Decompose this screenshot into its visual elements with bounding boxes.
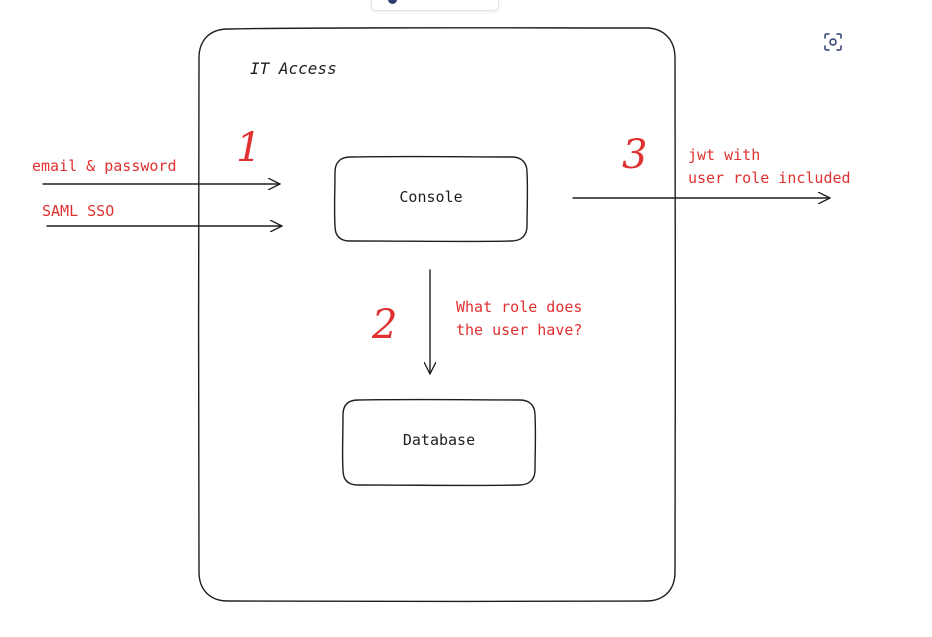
email-password-label: email & password bbox=[32, 157, 177, 175]
step-3-note-line: user role included bbox=[688, 169, 851, 187]
step-2-note-line: What role does bbox=[456, 298, 583, 316]
step-3-note: jwt with user role included bbox=[688, 144, 851, 190]
focus-frame-icon bbox=[824, 33, 842, 51]
toolbar-stub bbox=[371, 0, 499, 11]
toolbar-tool-icon[interactable] bbox=[388, 0, 397, 4]
saml-sso-label: SAML SSO bbox=[42, 202, 115, 220]
step-1-number: 1 bbox=[236, 125, 262, 171]
it-access-frame[interactable] bbox=[197, 27, 677, 603]
database-label: Database bbox=[402, 431, 476, 449]
step-2-number: 2 bbox=[372, 302, 398, 348]
zoom-to-fit-button[interactable] bbox=[816, 25, 850, 59]
step-2-note-line: the user have? bbox=[456, 321, 583, 339]
frame-label: IT Access bbox=[250, 59, 337, 78]
step-2-note: What role does the user have? bbox=[456, 296, 582, 342]
step-3-number: 3 bbox=[622, 132, 648, 178]
database-box[interactable] bbox=[341, 398, 537, 487]
console-label: Console bbox=[399, 188, 463, 206]
console-box[interactable] bbox=[333, 155, 529, 243]
step-3-note-line: jwt with bbox=[688, 146, 761, 164]
